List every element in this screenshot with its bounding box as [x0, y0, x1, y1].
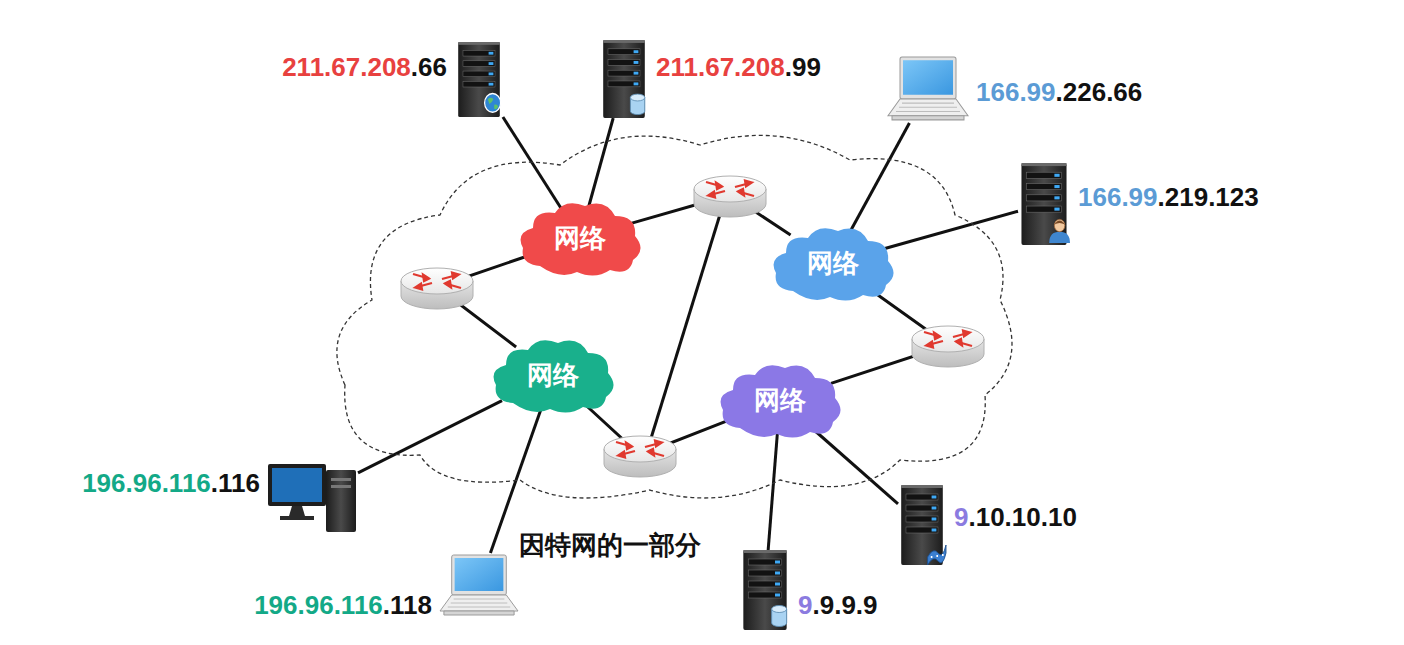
- network-link: [884, 211, 1018, 248]
- ip-address: 9.10.10.10: [954, 501, 1077, 533]
- host-device: 166.99.219.123: [1018, 163, 1070, 245]
- server-icon: [1018, 163, 1070, 245]
- laptop-icon: [440, 553, 518, 618]
- router-symbol: [912, 326, 984, 367]
- host-device: 211.67.208.66: [455, 42, 503, 117]
- ip-address: 166.99.226.66: [976, 76, 1142, 108]
- emblem: [630, 94, 644, 114]
- network-prefix: 166.99: [1078, 182, 1158, 212]
- emblem: [1049, 219, 1070, 243]
- network-prefix: 196.96.116: [82, 468, 211, 498]
- network-link: [588, 118, 613, 210]
- dashed-cloud: [337, 135, 1012, 498]
- ip-address: 166.99.219.123: [1078, 181, 1259, 213]
- cloud-fill: [521, 203, 641, 275]
- router-symbol: [401, 268, 473, 309]
- network-prefix: 196.96.116: [254, 590, 383, 620]
- network-link: [768, 428, 778, 550]
- host-part: .219.123: [1158, 182, 1259, 212]
- ip-address: 9.9.9.9: [798, 589, 878, 621]
- network-prefix: 211.67.208: [656, 52, 785, 82]
- desktop-icon: [268, 458, 358, 533]
- host-part: .118: [383, 590, 432, 620]
- ip-address: 196.96.116.116: [82, 467, 260, 499]
- cloud-fill: [721, 365, 841, 437]
- server-icon: [740, 550, 790, 630]
- server-symbol: [603, 40, 645, 118]
- network-cloud: 网络: [715, 360, 845, 440]
- host-device: 196.96.116.118: [440, 553, 518, 618]
- laptop-icon: [888, 55, 968, 123]
- network-prefix: 9: [798, 590, 812, 620]
- router-symbol: [604, 436, 676, 477]
- host-device: 9.9.9.9: [740, 550, 790, 630]
- host-device: 166.99.226.66: [888, 55, 968, 123]
- network-cloud: 网络: [768, 223, 898, 303]
- emblem: [928, 545, 946, 565]
- emblem: [772, 606, 787, 627]
- server-symbol: [743, 550, 786, 630]
- host-part: .99: [785, 52, 821, 82]
- network-label: 网络: [754, 385, 806, 415]
- network-prefix: 9: [954, 502, 968, 532]
- network-prefix: 166.99: [976, 77, 1056, 107]
- host-part: .9.9.9: [812, 590, 877, 620]
- server-symbol: [458, 42, 500, 117]
- laptop-symbol: [440, 555, 518, 615]
- server-icon: [600, 40, 648, 118]
- emblem: [485, 94, 501, 113]
- network-link: [812, 428, 898, 504]
- network-label: 网络: [807, 248, 859, 278]
- server-icon: [455, 42, 503, 117]
- host-device: 196.96.116.116: [268, 458, 358, 533]
- host-device: 211.67.208.99: [600, 40, 648, 118]
- host-device: 9.10.10.10: [898, 485, 946, 565]
- host-part: .10.10.10: [968, 502, 1076, 532]
- network-prefix: 211.67.208: [282, 52, 411, 82]
- ip-address: 211.67.208.66: [282, 51, 447, 83]
- network-cloud: 网络: [515, 198, 645, 278]
- ip-address: 211.67.208.99: [656, 51, 821, 83]
- desktop-symbol: [268, 464, 356, 532]
- cloud-fill: [494, 340, 614, 412]
- router-link: [648, 208, 722, 448]
- host-part: .66: [411, 52, 447, 82]
- host-part: .226.66: [1056, 77, 1143, 107]
- network-link: [358, 401, 502, 473]
- router-symbol: [694, 176, 766, 217]
- network-cloud: 网络: [488, 335, 618, 415]
- host-part: .116: [211, 468, 260, 498]
- region-label: 因特网的一部分: [515, 529, 705, 561]
- network-link: [848, 123, 909, 235]
- network-label: 网络: [527, 360, 579, 390]
- cloud-fill: [774, 228, 894, 300]
- laptop-symbol: [888, 57, 968, 120]
- network-label: 网络: [554, 223, 606, 253]
- server-icon: [898, 485, 946, 565]
- ip-address: 196.96.116.118: [254, 589, 432, 621]
